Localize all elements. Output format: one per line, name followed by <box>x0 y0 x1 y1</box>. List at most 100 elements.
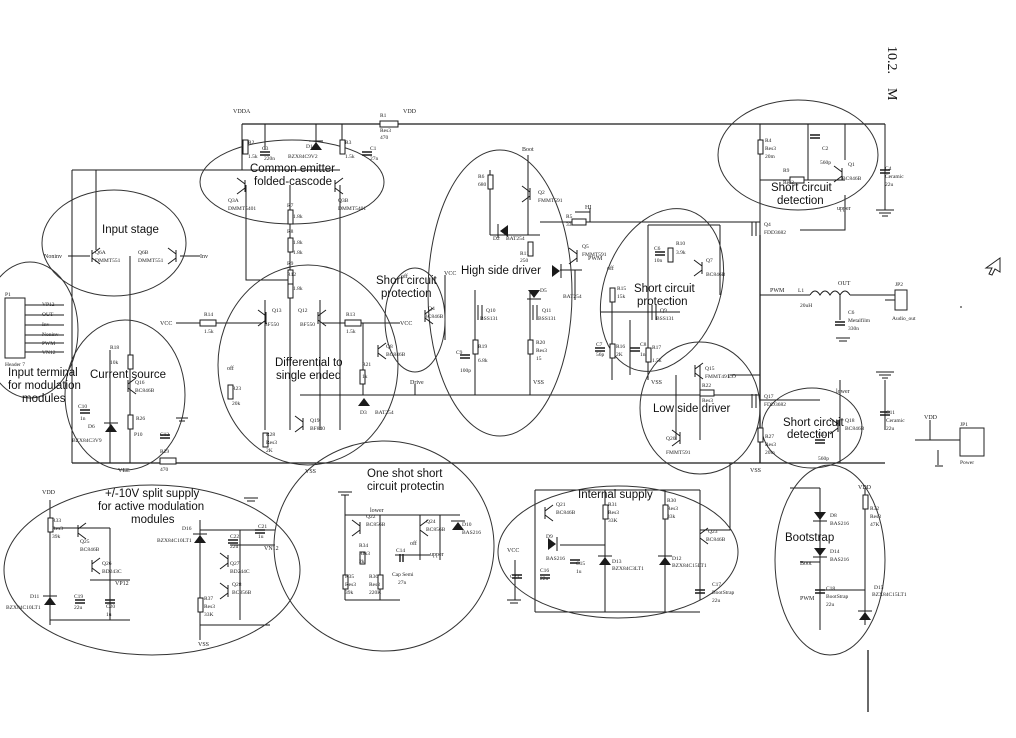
net-lower-2: lower <box>370 508 384 514</box>
oval-high-side <box>427 149 573 437</box>
ref-c2: C2 <box>822 146 829 152</box>
val-d8: BAS216 <box>830 521 849 527</box>
val-c4: Ceramic <box>885 174 904 180</box>
val-c14-b: 27n <box>398 580 407 586</box>
header-pin-label: Noninv <box>42 332 59 338</box>
ref-q12: Q12 <box>298 308 308 314</box>
connector-jp2 <box>894 289 908 311</box>
val-q11: BSS131 <box>538 316 556 322</box>
label-short-protect-2-l1: Short circuit <box>634 283 696 295</box>
val-r30: Res3 <box>667 506 678 512</box>
val-r11: 250 <box>520 258 529 264</box>
val-r30-b: 33k <box>667 514 676 520</box>
val-d16: BZX84C10LT1 <box>157 538 192 544</box>
ref-d2: D2 <box>493 236 500 242</box>
ref-r10: R10 <box>676 241 685 247</box>
ref-c21: C21 <box>258 524 267 530</box>
label-internal-supply: Internal supply <box>578 489 653 501</box>
ref-q25: Q25 <box>80 539 90 545</box>
val-q4m: FDD3682 <box>764 230 786 236</box>
net-out: OUT <box>838 281 851 287</box>
ref-c15: C15 <box>576 561 585 567</box>
ref-d3: D3 <box>360 410 367 416</box>
label-one-shot-l1: One shot short <box>367 468 443 480</box>
oval-split-supply <box>3 484 301 656</box>
diodes <box>43 140 872 620</box>
net-vss-scp: VSS <box>651 380 662 386</box>
val-c22: 22u <box>230 544 239 550</box>
ref-r31: R31 <box>608 502 617 508</box>
val-r15: 15k <box>617 294 626 300</box>
header-pin-label: VP12 <box>42 302 55 308</box>
net-vcc-internal: VCC <box>507 548 519 554</box>
label-short-protect-2-l2: protection <box>637 296 688 308</box>
val-r7: 1.8k <box>293 214 303 220</box>
ref-c3: C3 <box>262 146 269 152</box>
val-q25: BC846B <box>80 547 100 553</box>
oval-short-detect-top <box>717 99 879 211</box>
val-q23: BC846B <box>706 537 726 543</box>
val-r36-b: 220K <box>369 590 381 596</box>
label-short-detect-bottom-l2: detection <box>787 429 834 441</box>
net-vdda: VDDA <box>233 109 251 115</box>
val-r16: 2K <box>616 352 623 358</box>
val-r28: Res3 <box>266 440 277 446</box>
label-common-emitter-l1: Common emitter <box>250 163 335 175</box>
ref-q10: Q10 <box>486 308 496 314</box>
val-r22: Res3 <box>702 398 713 404</box>
val-c16: 22u <box>540 576 549 582</box>
oval-short-protect-2 <box>599 208 725 372</box>
net-lo: LO <box>728 374 737 380</box>
resistors <box>47 120 869 613</box>
ref-q6b: Q6B <box>138 250 149 256</box>
label-short-detect-bottom-l1: Short circuit <box>783 417 845 429</box>
oval-bootstrap <box>774 464 886 656</box>
ref-q3b: Q3B <box>338 198 349 204</box>
header-pin-label: VN12 <box>42 350 56 356</box>
ref-r20: R20 <box>536 340 545 346</box>
net-noninv: Noninv <box>44 254 62 260</box>
ref-q20: Q20 <box>666 436 676 442</box>
val-c13: 560p <box>818 456 829 462</box>
label-split-supply-l3: modules <box>131 514 175 526</box>
val-r35: Res3 <box>345 582 356 588</box>
net-lower-1: lower <box>836 389 850 395</box>
net-vcc-hs: VCC <box>444 271 456 277</box>
ref-q18: Q18 <box>845 418 855 424</box>
header-pin-labels: VP12 OUT Inv Noninv PWM VN12 <box>42 302 59 356</box>
ref-c23: C23 <box>510 574 519 580</box>
val-c3: 220n <box>264 156 275 162</box>
ref-c8: C8 <box>640 342 647 348</box>
val-r32: Res3 <box>870 514 881 520</box>
ref-c14: C14 <box>396 548 405 554</box>
val-r1-b: 470 <box>380 135 389 141</box>
net-off-2: off <box>227 365 234 372</box>
ref-c16: C16 <box>540 568 549 574</box>
oval-input-terminal <box>0 261 79 399</box>
ref-q8: Q8 <box>386 344 393 350</box>
val-c6: Metalfilm <box>848 317 871 324</box>
val-q2: FMMT591 <box>538 198 563 204</box>
val-c2: 560p <box>820 160 831 166</box>
ref-d8: D8 <box>830 513 837 519</box>
net-vp12: VP12 <box>115 581 129 587</box>
val-r18: 10k <box>110 360 119 366</box>
ref-c6s: C6 <box>654 246 661 252</box>
ref-r27: R27 <box>765 434 774 440</box>
val-r33-b: 39k <box>52 534 61 540</box>
net-vn12: VN12 <box>264 546 279 552</box>
label-common-emitter-l2: folded-cascode <box>254 176 332 188</box>
val-r36: Res3 <box>369 582 380 588</box>
ref-q16: Q16 <box>135 380 145 386</box>
header-pin-label: OUT <box>42 312 54 318</box>
label-short-detect-top-l2: detection <box>777 195 824 207</box>
val-c21: 1u <box>258 534 264 540</box>
val-r20: Res3 <box>536 348 547 354</box>
ref-q22: Q22 <box>366 514 376 520</box>
val-q27: BD244C <box>230 569 250 575</box>
val-c19: 22u <box>74 605 83 611</box>
val-r9: 1.8k <box>293 250 303 256</box>
net-inv: Inv <box>200 254 208 260</box>
val-c14: Cap Semi <box>392 572 414 578</box>
net-vdd-boot: VDD <box>858 485 872 491</box>
